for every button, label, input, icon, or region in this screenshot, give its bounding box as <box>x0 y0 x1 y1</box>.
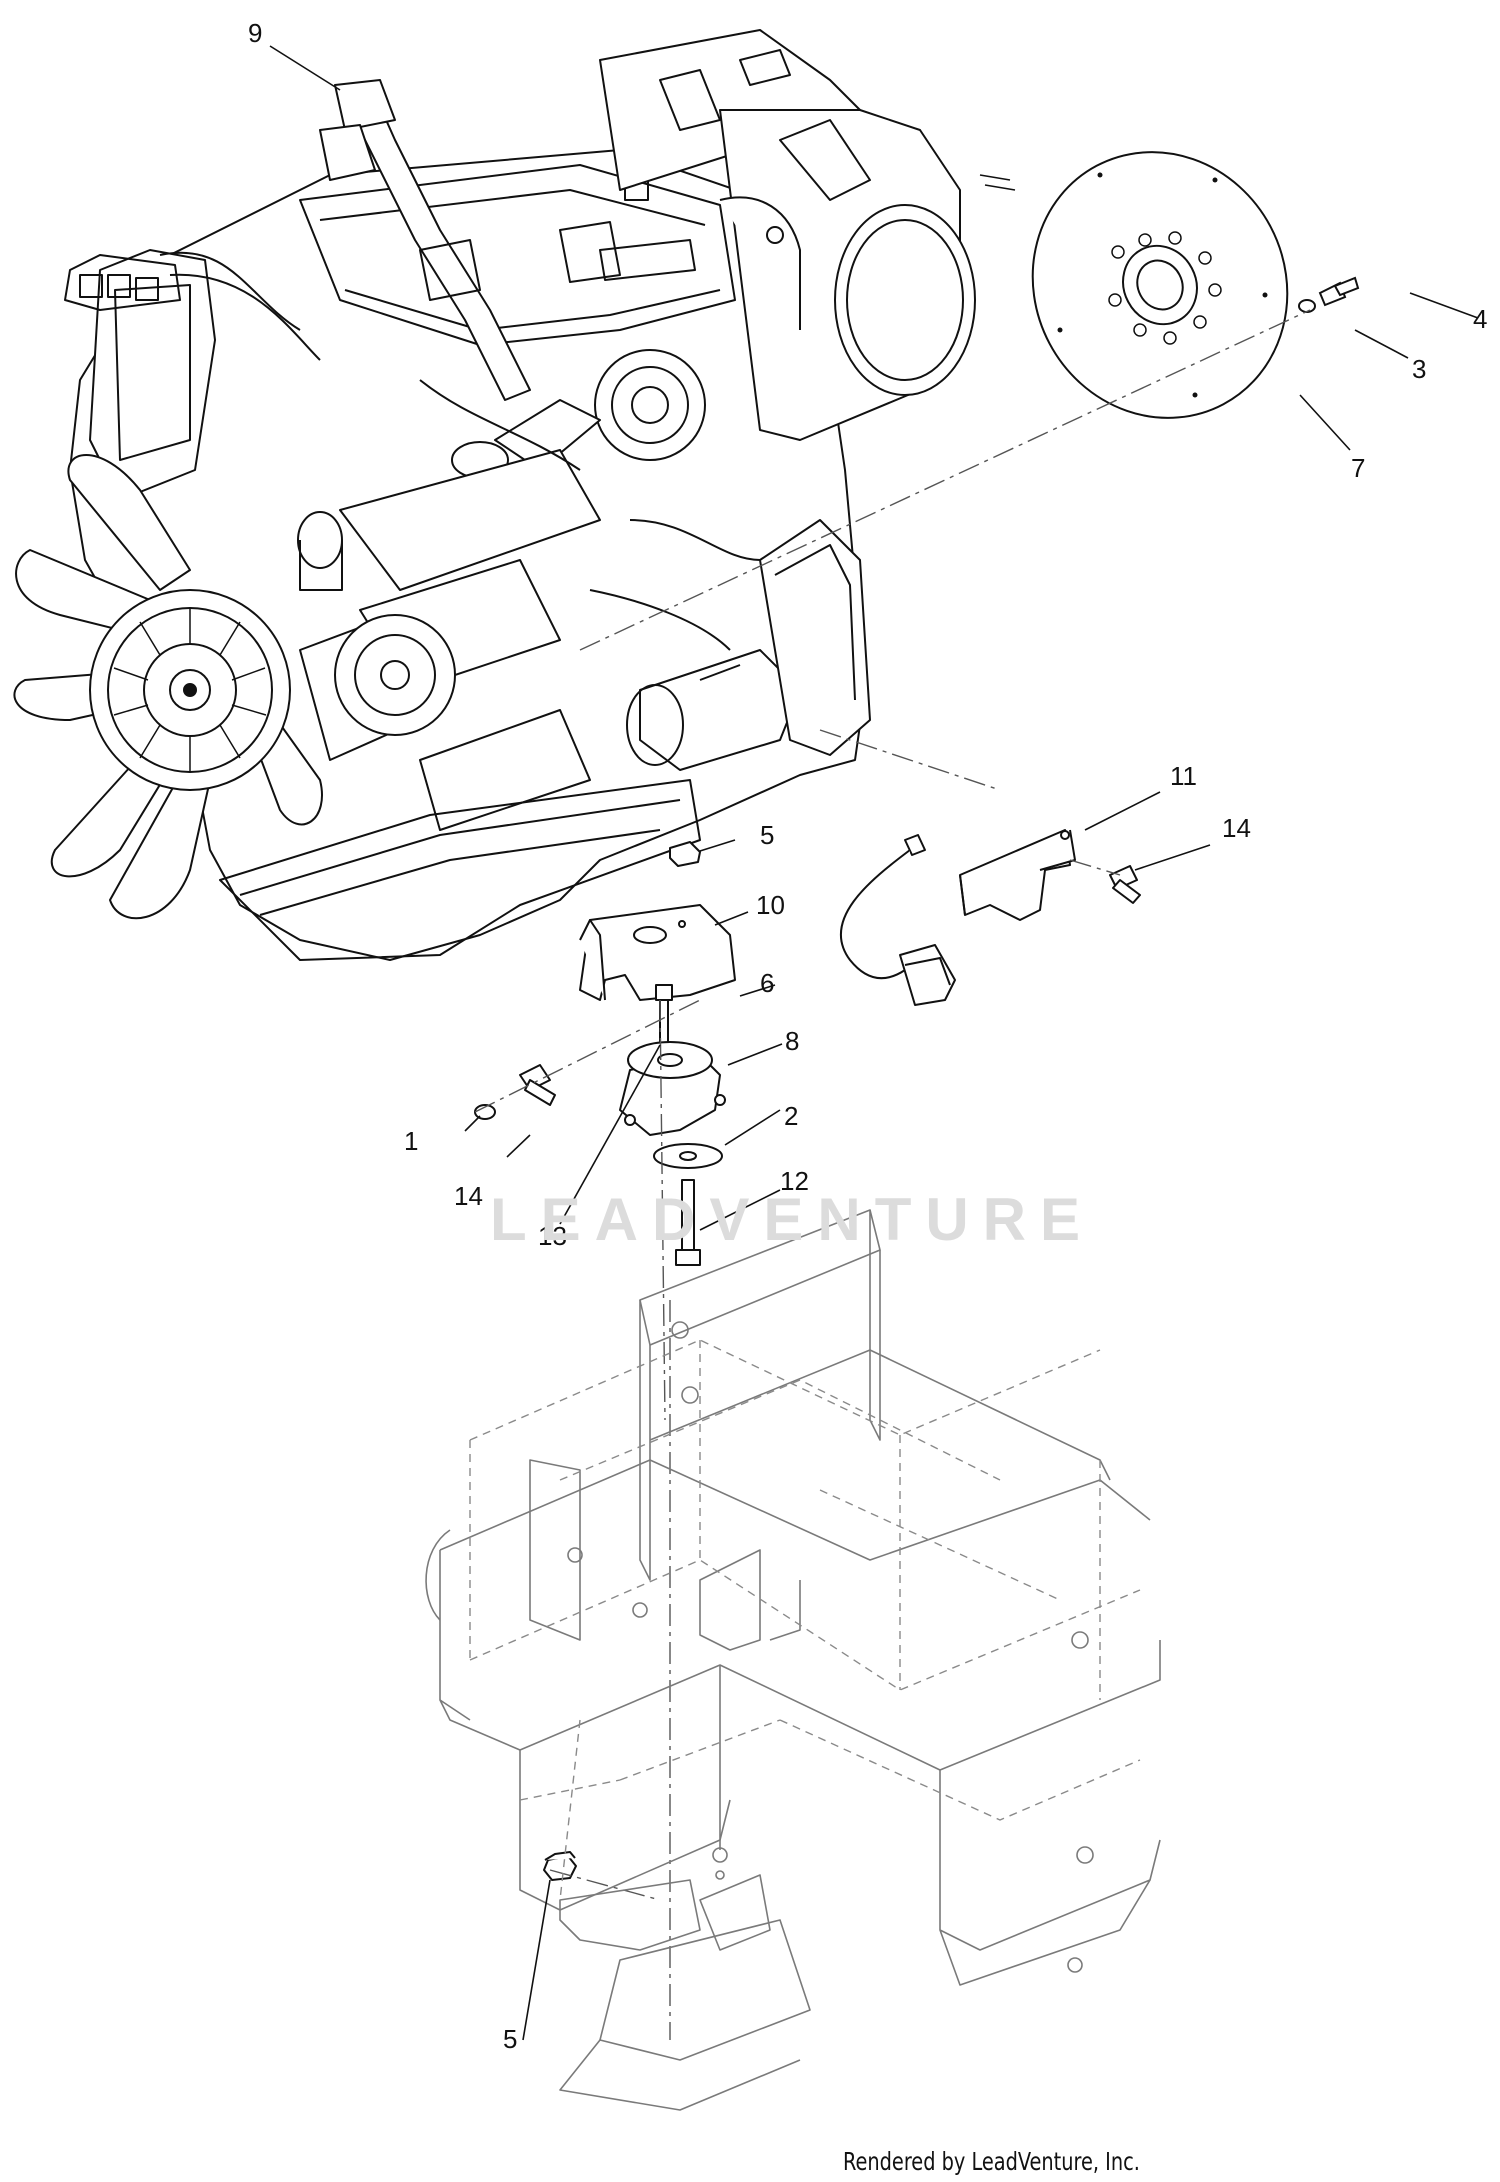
render-credit: Rendered by LeadVenture, Inc. <box>843 2147 1140 2176</box>
callout-6[interactable]: 6 <box>760 968 775 998</box>
assembly-centerlines <box>474 309 1311 2040</box>
engine-mount-hardware <box>474 829 1141 1881</box>
callout-5-lower[interactable]: 5 <box>503 2024 518 2054</box>
watermark-text: LEADVENTURE <box>490 1186 1095 1253</box>
callout-7[interactable]: 7 <box>1351 453 1366 483</box>
callout-leader-lines <box>269 45 1479 2041</box>
callout-11[interactable]: 11 <box>1170 761 1197 791</box>
callout-8[interactable]: 8 <box>785 1026 800 1056</box>
callout-10[interactable]: 10 <box>756 890 785 920</box>
callout-12[interactable]: 12 <box>780 1166 809 1196</box>
exhaust-muffler <box>599 29 1016 441</box>
cooling-fan <box>13 454 323 920</box>
callout-2[interactable]: 2 <box>784 1101 799 1131</box>
callout-5-upper[interactable]: 5 <box>760 820 775 850</box>
callout-9[interactable]: 9 <box>248 18 263 48</box>
callout-14-left[interactable]: 14 <box>454 1181 483 1211</box>
callout-1[interactable]: 1 <box>404 1126 419 1156</box>
chassis-frame <box>425 1209 1161 2111</box>
callout-3[interactable]: 3 <box>1412 354 1427 384</box>
callout-14-right[interactable]: 14 <box>1222 813 1251 843</box>
callout-4[interactable]: 4 <box>1473 304 1488 334</box>
chassis-frame-hidden-lines <box>469 1339 1141 1901</box>
callout-13[interactable]: 13 <box>538 1221 567 1251</box>
flex-plate <box>1031 151 1360 419</box>
